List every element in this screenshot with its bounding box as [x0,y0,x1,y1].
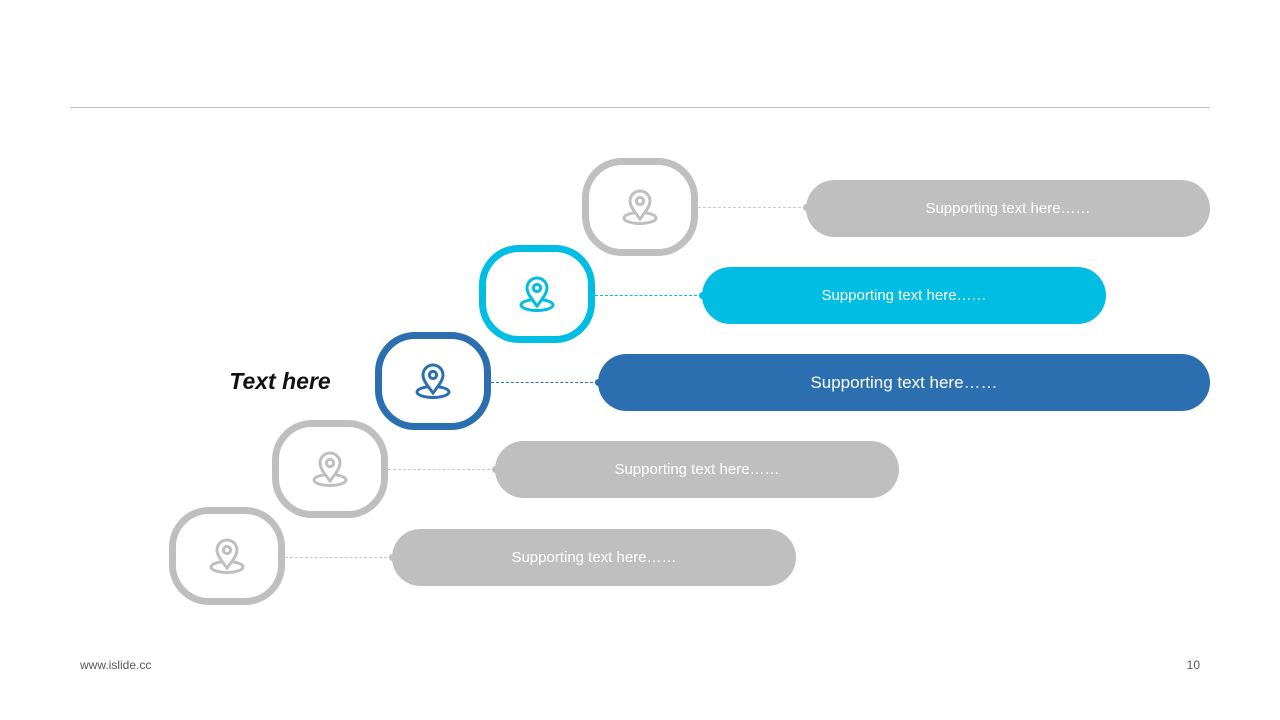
step-3-icon-box [375,332,491,430]
step-1-pill: Supporting text here…… [806,180,1210,237]
location-pin-icon [415,363,451,399]
step-1-connector [698,204,810,211]
page-number: 10 [1186,658,1200,672]
step-4-pill: Supporting text here…… [495,441,899,498]
step-4-icon-box [272,420,388,518]
step-3-connector [491,379,602,386]
top-divider [70,107,1210,108]
location-pin-icon [622,189,658,225]
step-5-connector [285,554,396,561]
step-5-icon-box [169,507,285,605]
step-1-icon-box [582,158,698,256]
step-4-connector [388,466,499,473]
location-pin-icon [209,538,245,574]
step-3-pill: Supporting text here…… [598,354,1210,411]
location-pin-icon [312,451,348,487]
step-2-connector [595,292,706,299]
step-2-pill: Supporting text here…… [702,267,1106,324]
step-5-pill: Supporting text here…… [392,529,796,586]
side-label: Text here [229,368,331,394]
step-2-icon-box [479,245,595,343]
footer-url: www.islide.cc [80,658,152,672]
location-pin-icon [519,276,555,312]
